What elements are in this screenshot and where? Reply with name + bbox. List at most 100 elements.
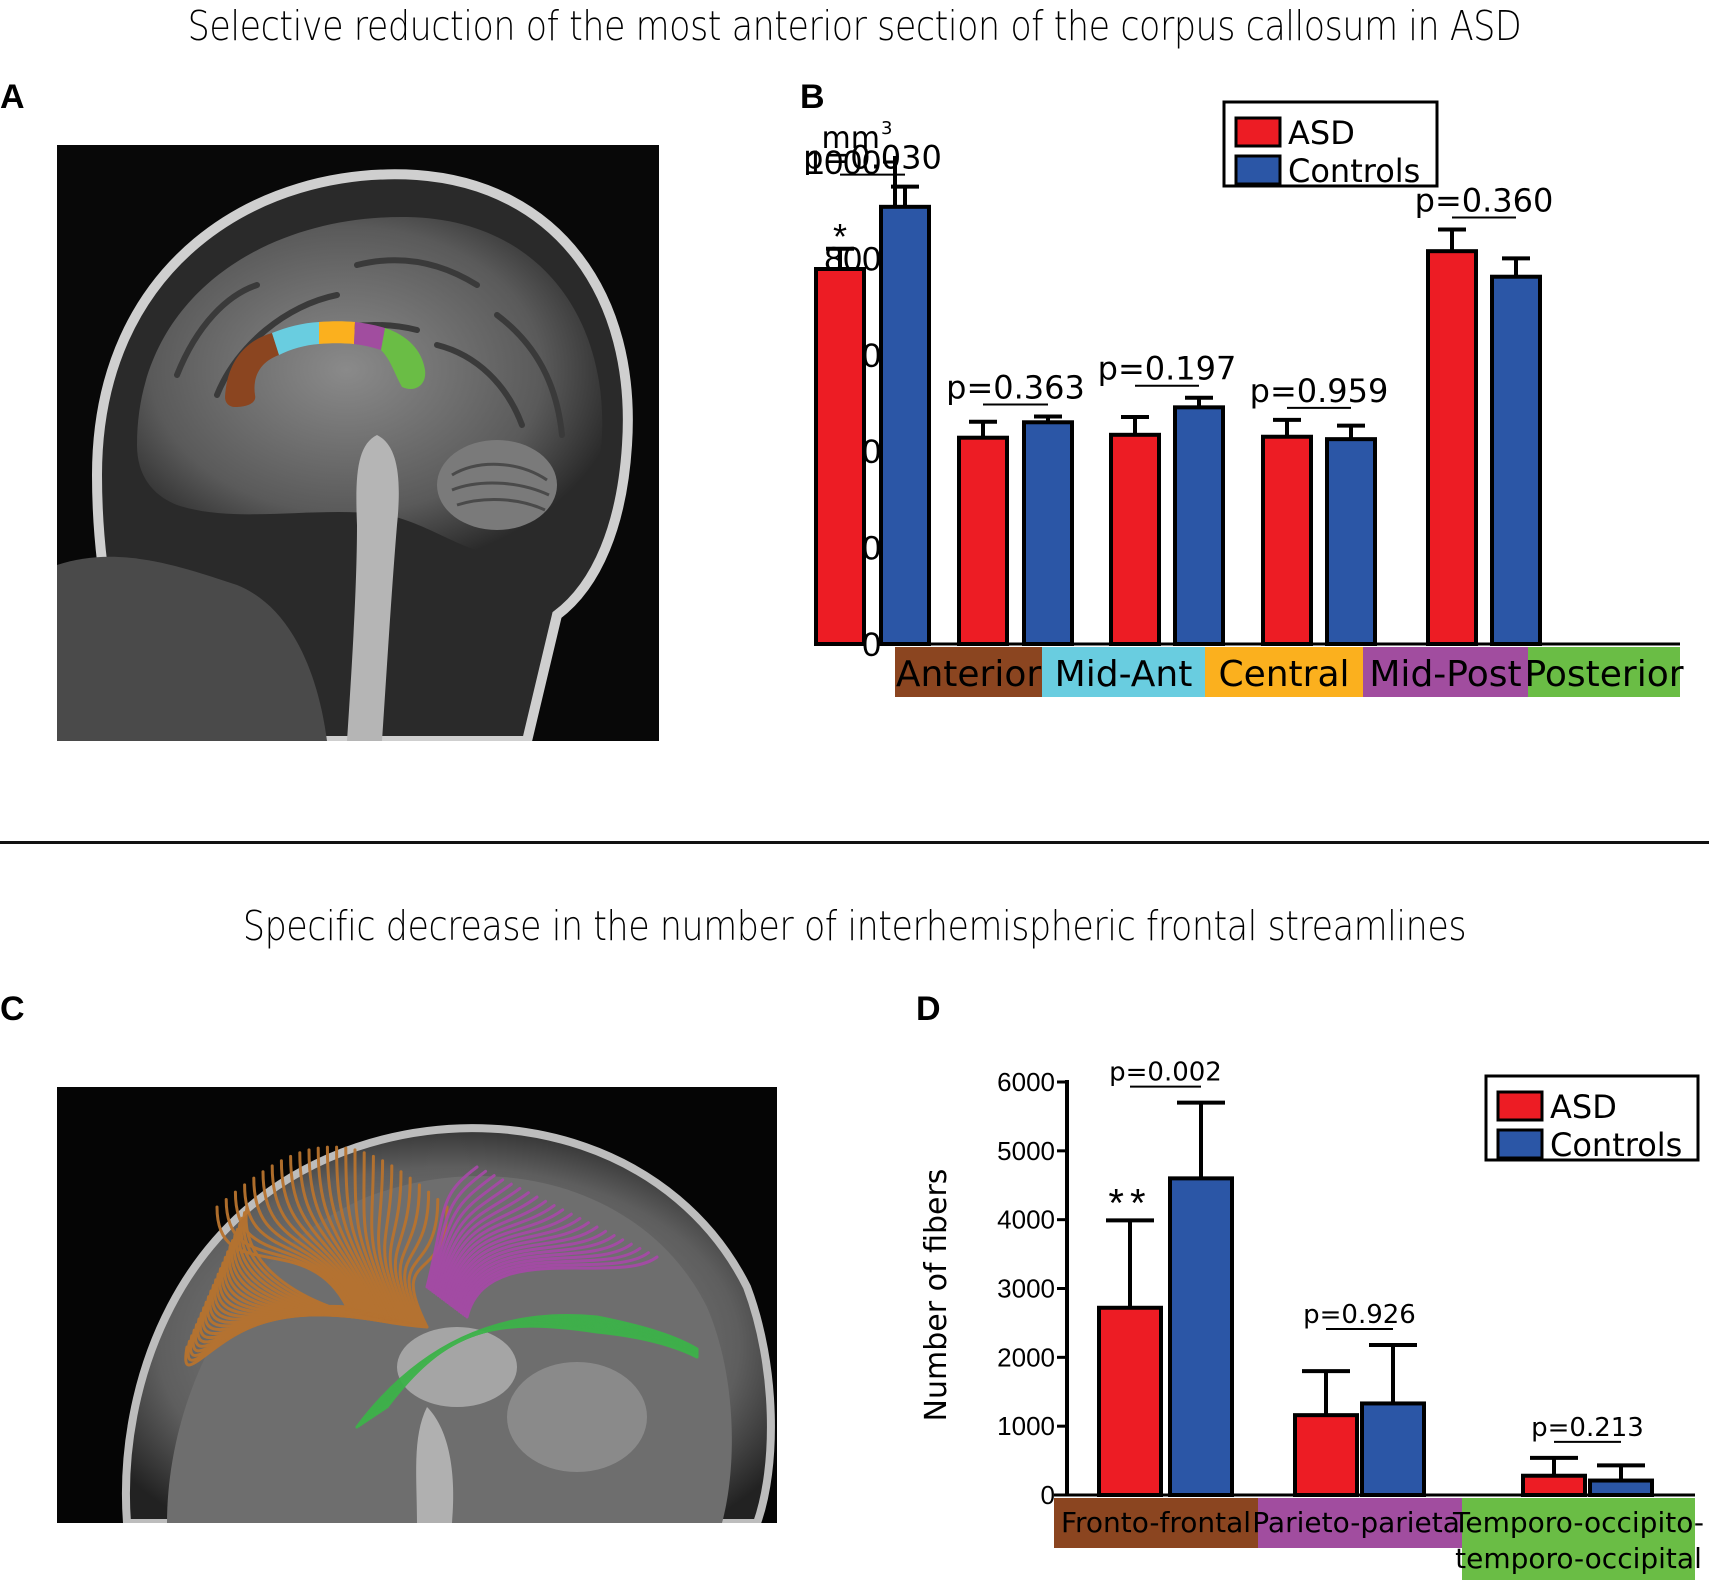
parietal-fiber — [438, 1195, 539, 1299]
chart-d-category-label: temporo-occipital — [1455, 1542, 1702, 1575]
chart-b-y-tick-label: 1000 — [805, 144, 881, 182]
chart-b-p-value: p=0.360 — [1415, 181, 1554, 219]
parietal-fiber — [444, 1208, 565, 1303]
chart-b-bar-asd — [1426, 249, 1478, 646]
frontal-fiber — [215, 1205, 349, 1309]
chart-b-p-value: p=0.197 — [1098, 350, 1237, 388]
parietal-fiber — [435, 1186, 522, 1296]
parietal-fiber — [465, 1255, 659, 1319]
parietal-fiber — [440, 1199, 548, 1300]
parietal-fiber — [455, 1234, 616, 1312]
chart-b-category-label: Posterior — [1524, 654, 1683, 695]
chart-b-legend-label: Controls — [1288, 152, 1420, 190]
parietal-fiber — [436, 1191, 530, 1298]
chart-d-bar-controls — [1168, 1176, 1234, 1497]
chart-b-category-label: Mid-Ant — [1055, 654, 1193, 695]
chart-b-corpus-callosum-volume: mm302004006008001000AnteriorMid-AntCentr… — [803, 100, 1684, 697]
chart-d-legend-label: Controls — [1550, 1126, 1682, 1164]
chart-d-significance-marker: ** — [1108, 1181, 1151, 1225]
chart-b-bar-asd — [957, 435, 1009, 647]
parietal-fiber — [452, 1225, 599, 1309]
chart-b-bar-controls — [1325, 437, 1377, 646]
chart-d-category-box — [1258, 1498, 1462, 1548]
chart-b-p-value: p=0.030 — [803, 139, 942, 177]
bottom-section-title: Specific decrease in the number of inter… — [242, 902, 1467, 950]
frontal-fiber — [335, 1145, 391, 1319]
frontal-fiber — [407, 1197, 440, 1328]
chart-d-bar-asd — [1293, 1413, 1359, 1497]
temporal-fiber — [385, 1324, 699, 1409]
frontal-fiber — [393, 1176, 416, 1326]
chart-b-y-unit-superscript: 3 — [881, 118, 892, 139]
frontal-fiber — [383, 1164, 410, 1324]
chart-d-p-value: p=0.002 — [1109, 1058, 1222, 1088]
frontal-fiber — [307, 1148, 381, 1317]
chart-b-category-box — [1042, 647, 1205, 697]
chart-d-number-of-fibers: Number of fibers010002000300040005000600… — [919, 1058, 1704, 1580]
parietal-fiber — [448, 1216, 582, 1306]
frontal-fiber — [398, 1183, 421, 1327]
chart-d-category-label: Fronto-frontal — [1061, 1506, 1251, 1539]
parietal-fiber — [431, 1178, 505, 1293]
chart-d-y-tick-label: 0 — [1041, 1480, 1055, 1510]
chart-b-significance-marker: * — [833, 216, 847, 257]
chart-b-y-unit-label: mm — [822, 121, 880, 156]
panel-label-d: D — [916, 990, 941, 1028]
chart-b-category-box — [895, 647, 1042, 697]
frontal-fiber — [252, 1176, 362, 1312]
frontal-fiber — [244, 1205, 429, 1329]
panel-label-a: A — [0, 78, 25, 116]
chart-d-y-tick-label: 1000 — [997, 1411, 1055, 1441]
tractography-image — [57, 1087, 777, 1523]
chart-b-p-value: p=0.363 — [946, 368, 1085, 406]
chart-d-y-tick-label: 6000 — [997, 1067, 1055, 1097]
frontal-fiber — [270, 1164, 368, 1314]
parietal-fiber — [463, 1251, 650, 1318]
frontal-fiber — [279, 1159, 371, 1315]
chart-d-p-value: p=0.213 — [1531, 1413, 1644, 1443]
panel-label-b: B — [800, 78, 825, 116]
chart-d-category-box — [1054, 1498, 1258, 1548]
chart-b-category-box — [1363, 647, 1528, 697]
frontal-fiber — [233, 1190, 355, 1311]
parietal-fiber — [446, 1212, 573, 1305]
chart-d-y-axis-title: Number of fibers — [919, 1169, 954, 1422]
parietal-fiber — [457, 1238, 625, 1313]
chart-b-bar-controls — [1173, 405, 1225, 647]
frontal-fiber — [403, 1190, 431, 1327]
frontal-fiber — [411, 1205, 449, 1329]
chart-d-bar-controls — [1360, 1401, 1426, 1497]
chart-b-bar-asd — [1261, 434, 1313, 646]
panel-label-c: C — [0, 990, 25, 1028]
frontal-fiber — [261, 1170, 365, 1313]
chart-d-legend-label: ASD — [1550, 1088, 1617, 1126]
chart-b-category-box — [1528, 647, 1680, 697]
chart-b-legend-label: ASD — [1288, 114, 1355, 152]
chart-d-bar-controls — [1588, 1478, 1654, 1498]
frontal-fiber — [362, 1151, 400, 1322]
chart-b-category-box — [1205, 647, 1363, 697]
frontal-fiber — [325, 1145, 387, 1319]
chart-b-category-label: Central — [1218, 654, 1349, 695]
chart-b-category-label: Anterior — [896, 654, 1042, 695]
chart-d-p-value: p=0.926 — [1303, 1300, 1416, 1330]
chart-b-p-value: p=0.959 — [1250, 372, 1389, 410]
chart-b-bar-controls — [1490, 274, 1542, 646]
chart-b-bar-controls — [879, 204, 931, 647]
chart-b-y-tick-label: 0 — [862, 626, 881, 664]
mri-sagittal-image — [57, 145, 659, 741]
chart-b-legend-swatch — [1234, 116, 1282, 148]
chart-d-bar-asd — [1521, 1473, 1587, 1497]
chart-d-category-label: Parieto-parietal — [1252, 1506, 1467, 1539]
frontal-fiber — [344, 1146, 394, 1320]
frontal-fiber — [289, 1154, 375, 1315]
parietal-fiber — [461, 1246, 642, 1316]
top-section-title: Selective reduction of the most anterior… — [187, 2, 1522, 50]
chart-d-legend-swatch — [1496, 1128, 1544, 1160]
parietal-fiber — [459, 1242, 633, 1315]
frontal-fiber — [316, 1146, 384, 1318]
frontal-fiber — [224, 1197, 352, 1310]
parietal-fiber — [427, 1169, 488, 1290]
frontal-fiber — [377, 1159, 407, 1323]
chart-b-category-label: Mid-Post — [1369, 654, 1521, 695]
